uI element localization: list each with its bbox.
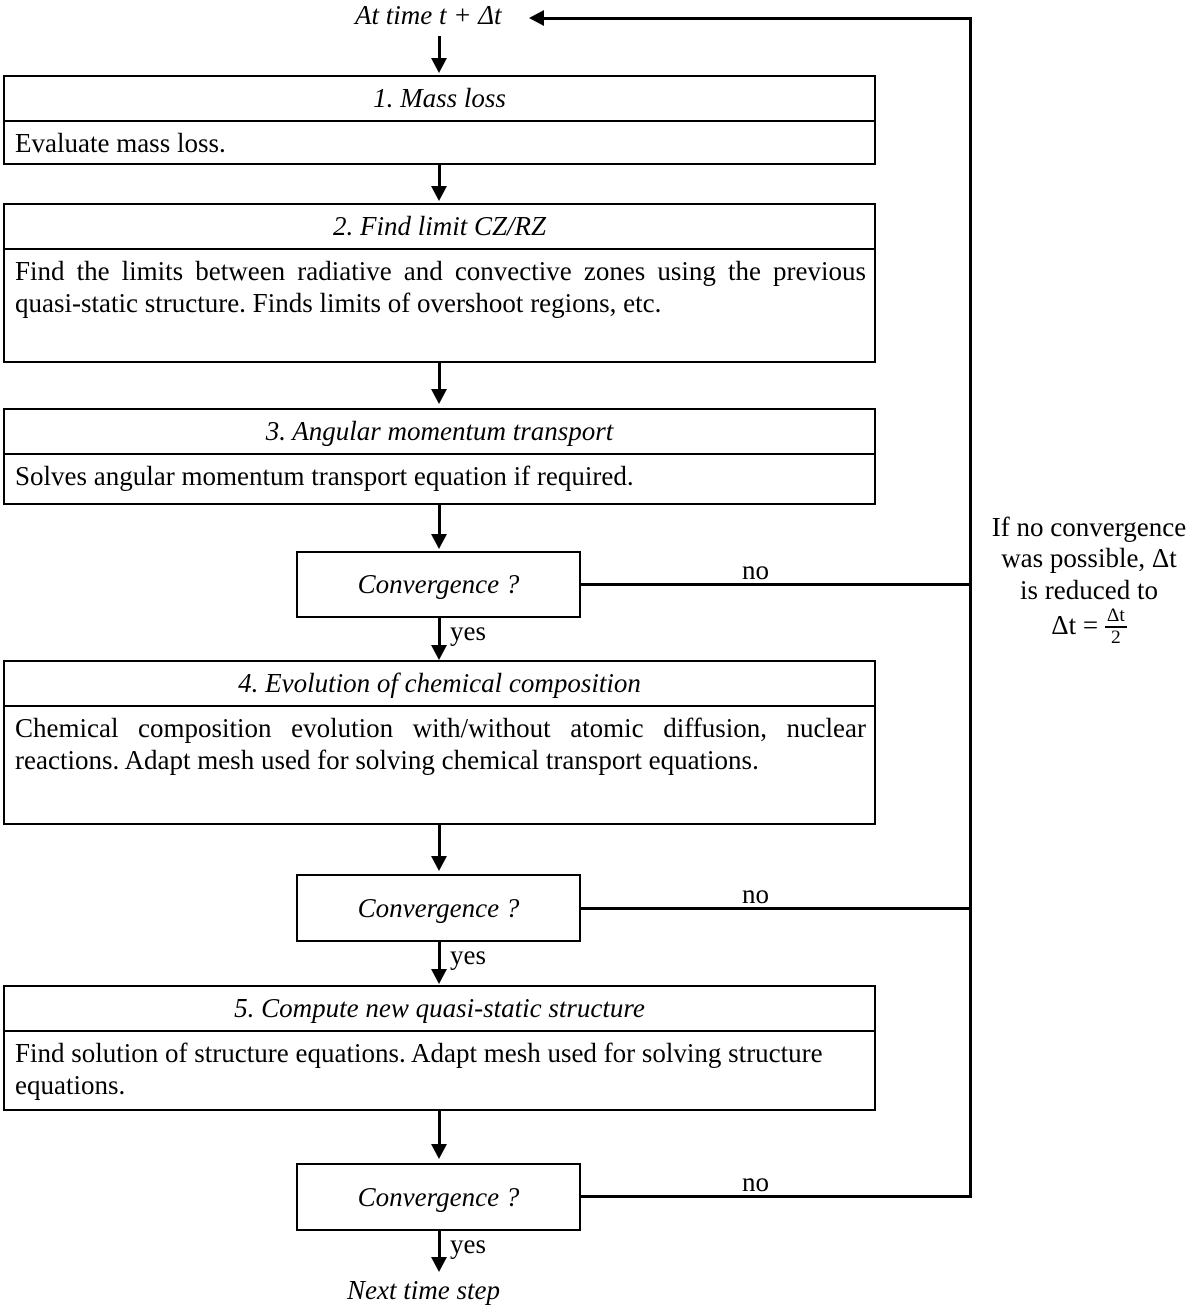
feedback-note: If no convergence was possible, Δt is re… [980, 512, 1198, 648]
entry-connector-line [438, 36, 441, 60]
feedback-trunk-line [969, 17, 972, 1198]
entry-label: At time t + Δt [355, 0, 502, 30]
arrow-head-yes-1-icon [431, 645, 447, 660]
process-title-4: 4. Evolution of chemical composition [5, 662, 874, 708]
yes-label-3: yes [450, 1229, 486, 1259]
feedback-note-line-3: is reduced to [1020, 574, 1158, 605]
entry-arrow-head-icon [431, 58, 447, 73]
process-body-1: Evaluate mass loss. [15, 128, 226, 159]
arrow-head-2-to-3-icon [431, 389, 447, 404]
yes-label-2: yes [450, 940, 486, 970]
process-body-4: Chemical composition evolution with/with… [15, 713, 866, 776]
exit-label: Next time step [347, 1275, 500, 1305]
feedback-note-fraction-denominator: 2 [1110, 626, 1121, 648]
feedback-note-line-4: Δt = Δt 2 [980, 606, 1198, 648]
arrow-head-yes-2-icon [431, 969, 447, 984]
feedback-arrow-head-icon [529, 10, 544, 26]
feedback-note-line-1: If no convergence [991, 512, 1187, 542]
decision-label-1: Convergence ? [357, 569, 520, 599]
yes-label-1: yes [450, 616, 486, 646]
arrow-head-5-to-decision-3-icon [431, 1144, 447, 1159]
process-box-find-limit-cz-rz[interactable]: 2. Find limit CZ/RZ Find the limits betw… [3, 203, 876, 363]
yes-branch-line-3 [438, 1231, 441, 1263]
arrow-head-4-to-decision-2-icon [431, 856, 447, 871]
process-body-3: Solves angular momentum transport equati… [15, 461, 634, 492]
process-title-3: 3. Angular momentum transport [5, 410, 874, 456]
no-branch-line-3 [579, 1195, 972, 1198]
decision-box-convergence-1[interactable]: Convergence ? [296, 551, 581, 618]
feedback-note-fraction: Δt 2 [1104, 604, 1127, 648]
process-box-compute-new-quasi-static-structure[interactable]: 5. Compute new quasi-static structure Fi… [3, 985, 876, 1111]
no-label-2: no [742, 879, 769, 909]
decision-label-2: Convergence ? [357, 892, 520, 923]
decision-box-convergence-2[interactable]: Convergence ? [296, 874, 581, 942]
arrow-head-3-to-decision-1-icon [431, 534, 447, 549]
feedback-note-fraction-numerator: Δt [1104, 604, 1127, 628]
process-body-2: Find the limits between radiative and co… [15, 256, 866, 319]
process-title-5: 5. Compute new quasi-static structure [5, 987, 874, 1033]
no-branch-line-1 [579, 583, 972, 586]
yes-branch-line-2 [438, 942, 441, 975]
process-title-1: 1. Mass loss [5, 77, 874, 123]
process-box-mass-loss[interactable]: 1. Mass loss Evaluate mass loss. [3, 75, 876, 165]
decision-box-convergence-3[interactable]: Convergence ? [296, 1163, 581, 1231]
process-title-2: 2. Find limit CZ/RZ [5, 205, 874, 251]
feedback-note-line-2: was possible, Δt [1001, 543, 1177, 574]
process-body-5: Find solution of structure equations. Ad… [15, 1038, 823, 1101]
connector-2-to-3 [438, 363, 441, 391]
feedback-top-line [543, 17, 972, 20]
connector-3-to-decision-1 [438, 505, 441, 537]
connector-5-to-decision-3 [438, 1111, 441, 1145]
no-label-1: no [742, 555, 769, 585]
arrow-head-yes-3-icon [431, 1257, 447, 1272]
decision-label-3: Convergence ? [357, 1181, 520, 1212]
no-label-3: no [742, 1167, 769, 1197]
yes-branch-line-1 [438, 618, 441, 651]
process-box-angular-momentum-transport[interactable]: 3. Angular momentum transport Solves ang… [3, 408, 876, 505]
feedback-note-equation-lhs: Δt = [1051, 610, 1099, 641]
connector-4-to-decision-2 [438, 825, 441, 857]
connector-1-to-2 [438, 165, 441, 188]
process-box-evolution-chemical-composition[interactable]: 4. Evolution of chemical composition Che… [3, 660, 876, 825]
arrow-head-1-to-2-icon [431, 186, 447, 201]
no-branch-line-2 [579, 907, 972, 910]
